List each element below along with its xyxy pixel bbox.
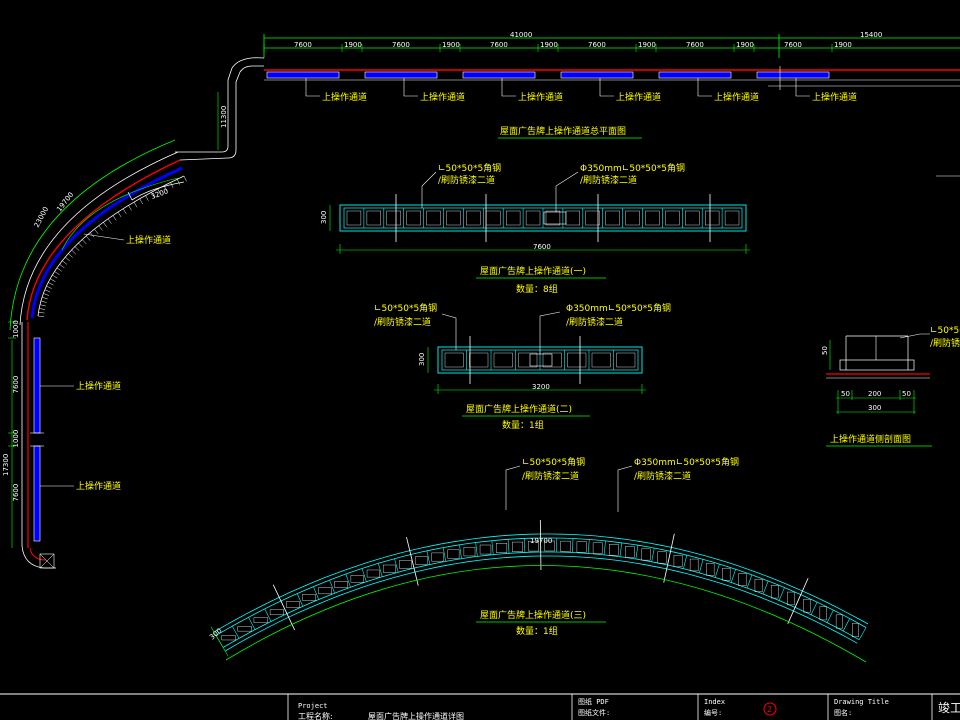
d2-note-right-2: /刷防锈漆二道 [566,316,623,328]
dim-top-9: 1900 [736,41,754,49]
section-dim-total: 300 [868,404,881,412]
tb-project-name-label: 工程名称: [298,711,333,720]
dim-total-b: 15400 [860,31,882,39]
dim-top-10: 7600 [784,41,802,49]
d2-dim-len: 3200 [532,383,550,391]
tb-file-label-2: 图纸文件: [578,708,610,717]
d1-note-left-1: ∟50*50*5角钢 [438,162,501,174]
walkway-segment [462,71,536,79]
section-note-2: /刷防锈 [930,337,960,349]
d3-note-left-2: /刷防锈漆二道 [522,470,579,482]
tb-drawing-name: 屋面广告牌上操作通道详图 [368,711,464,720]
d2-note-right-1: Φ350mm∟50*50*5角钢 [566,302,671,314]
detail-3: 19700 300 ∟50*50*5角钢 /刷防锈漆二道 Φ350mm∟50*5… [208,456,869,663]
dim-left-2: 1000 [12,430,20,448]
tb-dt-label-2: 图名: [834,708,852,717]
dim-left-top: 11300 [220,106,228,128]
detail-2: 3200 300 ∟50*50*5角钢 /刷防锈漆二道 Φ350mm∟50*50… [374,302,671,431]
label-walkway-left-1: 上操作通道 [76,380,121,392]
dim-top-4: 7600 [490,41,508,49]
section-dim-2: 200 [868,390,881,398]
dim-left-total: 17300 [2,454,10,476]
plan-title: 屋面广告牌上操作通道总平面图 [500,125,626,137]
dim-arc-3200: 3200 [150,187,169,201]
section-dim-1: 50 [841,390,850,398]
section-title: 上操作通道侧剖面图 [830,433,911,445]
label-walkway-top-3: 上操作通道 [616,91,661,103]
label-walkway-top-4: 上操作通道 [714,91,759,103]
label-walkway-top-5: 上操作通道 [812,91,857,103]
dim-top-11: 1900 [834,41,852,49]
d1-dim-len: 7600 [533,243,551,251]
d1-dim-h: 300 [320,211,328,224]
dim-top-1: 1900 [344,41,362,49]
d3-qty: 数量：1组 [516,625,558,637]
walkway-segment [560,71,634,79]
dim-top-5: 1900 [540,41,558,49]
d3-title: 屋面广告牌上操作通道(三) [480,609,586,621]
section-dim-h: 50 [821,346,829,355]
dim-left-1: 7600 [12,376,20,394]
detail-1: 7600 300 ∟50*50*5角钢 /刷防锈漆二道 Φ350mm∟50*50… [320,162,750,295]
d1-note-right-1: Φ350mm∟50*50*5角钢 [580,162,685,174]
label-walkway-top-2: 上操作通道 [518,91,563,103]
dim-top-3: 1900 [442,41,460,49]
dim-total-a: 41000 [510,31,532,39]
d2-title: 屋面广告牌上操作通道(二) [466,403,572,415]
label-walkway-arc: 上操作通道 [126,234,171,246]
title-block: Project 工程名称: 屋面广告牌上操作通道详图 图纸 PDF 图纸文件: … [0,693,960,720]
d1-note-left-2: /刷防锈漆二道 [438,174,495,186]
dim-top-2: 7600 [392,41,410,49]
walkway-segment [266,71,340,79]
d2-note-left-1: ∟50*50*5角钢 [374,302,437,314]
plan-left-walkway: 11300 23000 19700 3200 10007600100076001… [2,57,265,569]
d3-note-right-2: /刷防锈漆二道 [634,470,691,482]
walkway-segment [756,71,830,79]
plan-top-walkway: 41000 15400 7600 1900 7600 1900 7600 1900 7600… [263,31,960,139]
label-walkway-top-0: 上操作通道 [322,91,367,103]
d2-dim-h: 300 [418,353,426,366]
d1-note-right-2: /刷防锈漆二道 [580,174,637,186]
tb-project-label: Project [298,702,328,710]
d1-title: 屋面广告牌上操作通道(一) [480,265,586,277]
tb-index-value: 2 [767,705,772,714]
dim-top-8: 7600 [686,41,704,49]
d3-note-left-1: ∟50*50*5角钢 [522,456,585,468]
dim-top-7: 1900 [638,41,656,49]
walkway-segment [364,71,438,79]
d3-dim-h: 300 [208,627,223,642]
dim-left-0: 1000 [12,320,20,338]
dim-top-0: 7600 [294,41,312,49]
dim-top-6: 7600 [588,41,606,49]
d3-note-right-1: Φ350mm∟50*50*5角钢 [634,456,739,468]
d2-note-left-2: /刷防锈漆二道 [374,316,431,328]
section-note-1: ∟50*50*5 [930,326,960,336]
section-view: ∟50*50*5 /刷防锈 50 50 200 50 300 上操作通道侧剖面图 [821,175,960,447]
walkway-segment [658,71,732,79]
label-walkway-top-1: 上操作通道 [420,91,465,103]
dim-arc-outer: 23000 [33,206,51,229]
section-dim-3: 50 [902,390,911,398]
tb-dt-label-1: Drawing Title [834,698,889,706]
d1-qty: 数量：8组 [516,283,558,295]
tb-index-label-1: Index [704,698,725,706]
label-walkway-left-2: 上操作通道 [76,480,121,492]
tb-index-label-2: 编号: [704,708,722,717]
d3-dim-len: 19700 [530,537,552,545]
tb-file-label-1: 图纸 PDF [578,697,609,706]
dim-left-3: 7600 [12,484,20,502]
tb-stamp: 竣工 [938,700,960,715]
d2-qty: 数量：1组 [502,419,544,431]
